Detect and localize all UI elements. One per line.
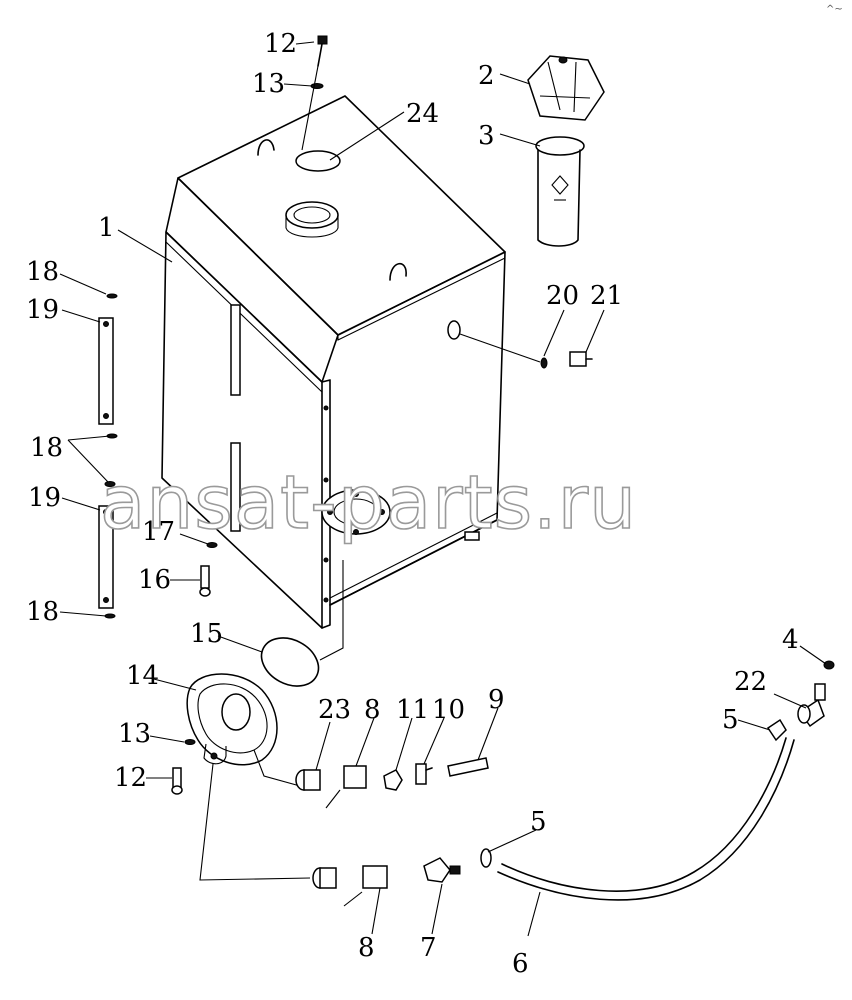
callout-12-top: 12 bbox=[264, 29, 297, 59]
callout-23: 23 bbox=[318, 695, 351, 725]
fitting-10 bbox=[415, 763, 433, 785]
callout-16: 16 bbox=[138, 565, 171, 595]
callout-1: 1 bbox=[98, 213, 115, 243]
side-drain-plug bbox=[459, 333, 593, 369]
leader-flange-right bbox=[253, 749, 301, 787]
callout-22: 22 bbox=[734, 667, 767, 697]
washer-17 bbox=[206, 542, 218, 548]
callout-18-b: 18 bbox=[30, 433, 63, 463]
callout-8-upper: 8 bbox=[364, 695, 381, 725]
mounting-strap-upper bbox=[98, 293, 118, 439]
leader-flange-down bbox=[199, 763, 311, 881]
fitting-23 bbox=[295, 769, 321, 791]
callout-19-a: 19 bbox=[26, 295, 59, 325]
fuel-hose bbox=[497, 737, 795, 901]
callout-13-lower: 13 bbox=[118, 719, 151, 749]
fitting-7 bbox=[423, 857, 461, 883]
washer-5-lower bbox=[480, 848, 492, 868]
callout-9: 9 bbox=[488, 685, 505, 715]
plug-4 bbox=[823, 660, 835, 670]
hose-end-fitting-22 bbox=[797, 683, 826, 728]
callout-8-lower: 8 bbox=[358, 933, 375, 963]
sender-flange-cover bbox=[186, 673, 278, 766]
callout-7: 7 bbox=[420, 933, 437, 963]
washer-13-lower bbox=[184, 739, 196, 745]
fitting-8-lower bbox=[343, 865, 388, 907]
callout-24: 24 bbox=[406, 99, 439, 129]
callout-5-upper: 5 bbox=[722, 705, 739, 735]
fitting-lower-nut bbox=[312, 867, 337, 889]
fitting-8-upper bbox=[325, 765, 367, 809]
tank-body bbox=[161, 95, 506, 629]
callout-14: 14 bbox=[126, 661, 159, 691]
flange-gasket bbox=[260, 637, 320, 687]
callout-15: 15 bbox=[190, 619, 223, 649]
bolt-12-lower bbox=[171, 767, 183, 795]
callout-5-lower: 5 bbox=[530, 807, 547, 837]
callout-20: 20 bbox=[546, 281, 579, 311]
fitting-11 bbox=[383, 769, 403, 791]
callout-19-b: 19 bbox=[28, 483, 61, 513]
watermark-text: ansat-parts.ru bbox=[100, 460, 637, 546]
bolt-16 bbox=[199, 565, 211, 597]
callout-13-top: 13 bbox=[252, 69, 285, 99]
callout-6: 6 bbox=[512, 949, 529, 979]
callout-18-c: 18 bbox=[26, 597, 59, 627]
callout-10: 10 bbox=[432, 695, 465, 725]
leader-lines bbox=[59, 41, 827, 937]
callout-11: 11 bbox=[396, 695, 429, 725]
callout-2: 2 bbox=[478, 61, 495, 91]
callout-12-lower: 12 bbox=[114, 763, 147, 793]
callout-3: 3 bbox=[478, 121, 495, 151]
corner-mark: ^~ bbox=[826, 4, 843, 15]
washer-5-upper bbox=[766, 718, 787, 742]
leader-opening-to-gasket bbox=[319, 560, 344, 661]
pipe-9 bbox=[447, 757, 489, 777]
callout-17: 17 bbox=[142, 517, 175, 547]
callout-18-a: 18 bbox=[26, 257, 59, 287]
filler-cap bbox=[527, 55, 605, 121]
callout-labels: 12 13 24 2 3 1 18 19 20 21 18 19 17 16 1… bbox=[26, 29, 799, 979]
callout-4: 4 bbox=[782, 625, 799, 655]
fuel-strainer bbox=[535, 136, 585, 247]
top-bolt bbox=[301, 35, 328, 151]
callout-21: 21 bbox=[590, 281, 623, 311]
